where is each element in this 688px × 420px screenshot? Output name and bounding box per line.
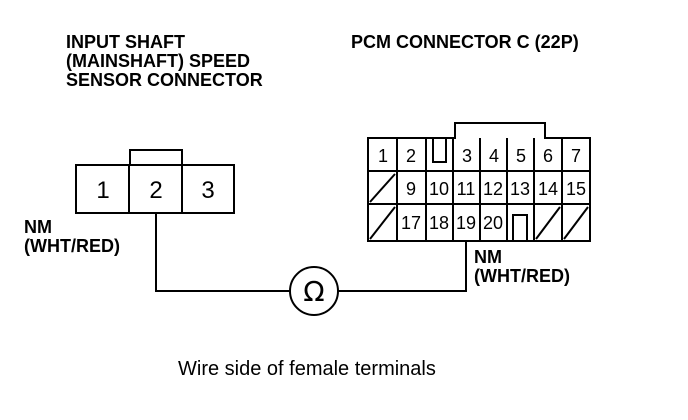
- pcm-pin-3: 3: [462, 146, 472, 166]
- sensor-title-line-1: INPUT SHAFT: [66, 32, 185, 52]
- pcm-pin-20: 20: [483, 213, 503, 233]
- pcm-pin-10: 10: [429, 179, 449, 199]
- pcm-pin-2: 2: [406, 146, 416, 166]
- diagram-caption: Wire side of female terminals: [178, 358, 436, 380]
- left-wire-label: NM (WHT/RED): [24, 218, 120, 256]
- pcm-key-slot-bottom: [512, 214, 528, 241]
- pcm-connector-body: [367, 122, 591, 242]
- pcm-pin-7: 7: [571, 146, 581, 166]
- pcm-pin-4: 4: [489, 146, 499, 166]
- left-wire-code: NM: [24, 217, 52, 237]
- left-wire: [155, 213, 290, 292]
- sensor-connector-title: INPUT SHAFT (MAINSHAFT) SPEED SENSOR CON…: [66, 33, 263, 90]
- unused-cavity-22: [535, 206, 561, 240]
- pcm-connector: [367, 122, 591, 242]
- pcm-pin-6: 6: [543, 146, 553, 166]
- ohm-symbol: Ω: [303, 275, 324, 308]
- pcm-pin-12: 12: [483, 179, 503, 199]
- pcm-pin-5: 5: [516, 146, 526, 166]
- sensor-title-line-2: (MAINSHAFT) SPEED: [66, 51, 250, 71]
- pcm-pin-9: 9: [406, 179, 416, 199]
- pcm-key-slot-top: [432, 138, 447, 163]
- sensor-title-line-3: SENSOR CONNECTOR: [66, 70, 263, 90]
- sensor-pin-1: 1: [96, 177, 109, 204]
- unused-cavity-23: [563, 206, 589, 240]
- pcm-pin-19: 19: [456, 213, 476, 233]
- unused-cavity-16: [369, 206, 396, 240]
- pcm-pin-18: 18: [429, 213, 449, 233]
- pcm-pin-17: 17: [401, 213, 421, 233]
- left-wire-color: (WHT/RED): [24, 236, 120, 256]
- pcm-pin-13: 13: [510, 179, 530, 199]
- sensor-pin-2: 2: [149, 177, 162, 204]
- sensor-connector-latch: [129, 149, 183, 166]
- sensor-pin-3: 3: [201, 177, 214, 204]
- right-wire-code: NM: [474, 247, 502, 267]
- pcm-connector-title: PCM CONNECTOR C (22P): [351, 32, 579, 52]
- test-circuit: [155, 213, 467, 316]
- pcm-pin-11: 11: [457, 179, 476, 199]
- unused-cavity-8: [369, 173, 396, 203]
- pcm-pin-14: 14: [538, 179, 558, 199]
- ohmmeter-symbol: [289, 266, 339, 316]
- pcm-pin-15: 15: [566, 179, 586, 199]
- pcm-pin-1: 1: [378, 146, 388, 166]
- right-wire: [338, 241, 467, 292]
- right-wire-label: NM (WHT/RED): [474, 248, 570, 286]
- right-wire-color: (WHT/RED): [474, 266, 570, 286]
